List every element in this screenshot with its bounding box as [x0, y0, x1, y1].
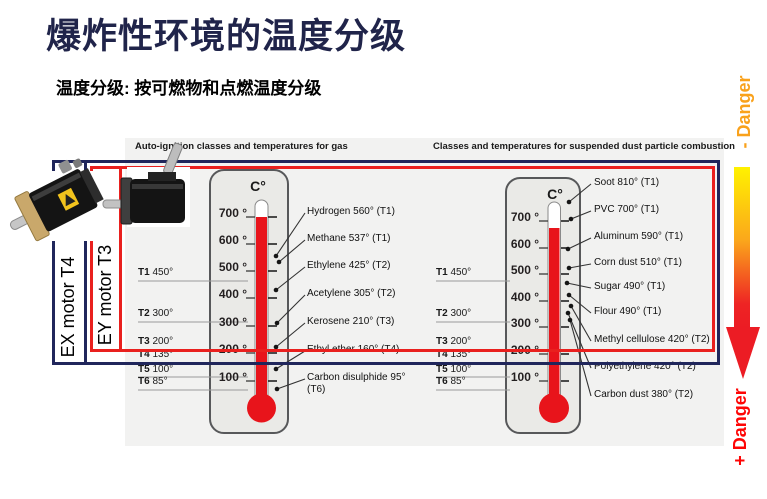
- motor-photo-ey: [102, 142, 190, 227]
- tclass-code: T1: [138, 267, 150, 278]
- dust-scale-dashes: [561, 220, 569, 382]
- danger-arrow-shaft: [734, 167, 750, 328]
- gas-substance-carbon-disulphide: Carbon disulphide 95° (T6): [307, 372, 406, 395]
- tclass-temp: 100°: [152, 364, 174, 375]
- dust-substance-aluminum: Aluminum 590° (T1): [594, 231, 684, 242]
- tclass-code: T5: [436, 364, 448, 375]
- gas-substance-ethylene: Ethylene 425° (T2): [307, 260, 391, 271]
- tclass-code: T6: [138, 376, 150, 387]
- tclass-temp: 450°: [450, 267, 472, 278]
- tclass-temp: 200°: [152, 336, 174, 347]
- tclass-code: T6: [436, 376, 448, 387]
- ey-motor-box: [90, 166, 715, 352]
- tclass-code: T2: [436, 308, 448, 319]
- tclass-code: T4: [138, 349, 150, 360]
- dust-tclass-t1: T1 450°: [436, 267, 471, 278]
- dust-tick-500: 500 °: [510, 263, 539, 277]
- ex-motor-box: [52, 160, 720, 365]
- danger-arrow: [726, 167, 760, 379]
- subtitle: 温度分级: 按可燃物和点燃温度分级: [56, 79, 322, 98]
- gas-thermometer: [138, 169, 306, 434]
- tclass-code: T4: [436, 349, 448, 360]
- gas-tclass-t3: T3 200°: [138, 336, 173, 347]
- dust-substance-flour: Flour 490° (T1): [594, 306, 662, 317]
- tclass-temp: 85°: [450, 376, 466, 387]
- gas-tick-400: 400 °: [218, 287, 247, 301]
- tclass-code: T1: [436, 267, 448, 278]
- dust-tclass-t5: T5 100°: [436, 364, 471, 375]
- dust-substance-polyethylene: Polyethylene 420° (T2): [594, 361, 696, 372]
- dust-thermometer-bulb: [539, 393, 569, 423]
- dust-substance-sugar: Sugar 490° (T1): [594, 281, 666, 292]
- dust-tclass-t6: T6 85°: [436, 376, 466, 387]
- dust-tick-100: 100 °: [510, 370, 539, 384]
- dust-scale-ticks: [539, 220, 548, 382]
- dust-leader-lines: [566, 183, 592, 397]
- dust-substance-methyl-cellulose: Methyl cellulose 420° (T2): [594, 334, 710, 345]
- dust-leader-dots: [564, 199, 574, 323]
- dust-thermometer-fluid: [549, 228, 560, 404]
- gas-substance-methane: Methane 537° (T1): [307, 233, 391, 244]
- motor-photo-ex-body: [9, 158, 104, 242]
- gas-tclass-t6: T6 85°: [138, 376, 168, 387]
- dust-tclass-t4: T4 135°: [436, 349, 471, 360]
- dust-tick-600: 600 °: [510, 237, 539, 251]
- gas-substance-acetylene: Acetylene 305° (T2): [307, 288, 396, 299]
- gas-leader-dots: [273, 253, 282, 392]
- gas-scale-dashes: [268, 216, 277, 382]
- dust-substance-soot: Soot 810° (T1): [594, 177, 660, 188]
- gas-tclass-t5: T5 100°: [138, 364, 173, 375]
- gas-substance-kerosene: Kerosene 210° (T3): [307, 316, 395, 327]
- dust-substance-carbon-dust: Carbon dust 380° (T2): [594, 389, 694, 400]
- gas-chart-header: Auto-ignition classes and temperatures f…: [135, 141, 348, 152]
- motor-photo-ey-body: [102, 172, 185, 225]
- gas-thermometer-fluid: [256, 217, 267, 403]
- tclass-temp: 85°: [152, 376, 168, 387]
- dust-tclass-t3: T3 200°: [436, 336, 471, 347]
- tclass-temp: 100°: [450, 364, 472, 375]
- tclass-code: T3: [436, 336, 448, 347]
- gas-tick-300: 300 °: [218, 315, 247, 329]
- danger-arrow-head: [726, 327, 760, 379]
- tclass-temp: 135°: [450, 349, 472, 360]
- dust-tick-300: 300 °: [510, 316, 539, 330]
- page-title: 爆炸性环境的温度分级: [46, 17, 407, 56]
- ey-motor-box-divider: [119, 166, 122, 352]
- tclass-temp: 450°: [152, 267, 174, 278]
- gas-substance-hydrogen: Hydrogen 560° (T1): [307, 206, 395, 217]
- gas-tick-500: 500 °: [218, 260, 247, 274]
- dust-chart-header: Classes and temperatures for suspended d…: [433, 141, 735, 152]
- gas-tick-700: 700 °: [218, 206, 247, 220]
- gas-tick-600: 600 °: [218, 233, 247, 247]
- gas-leader-lines: [275, 212, 306, 390]
- gas-tclass-t4: T4 135°: [138, 349, 173, 360]
- tclass-temp: 200°: [450, 336, 472, 347]
- gas-tclass-t1: T1 450°: [138, 267, 173, 278]
- tclass-temp: 300°: [450, 308, 472, 319]
- dust-tick-700: 700 °: [510, 210, 539, 224]
- ex-motor-box-divider: [84, 160, 87, 365]
- gas-tick-100: 100 °: [218, 370, 247, 384]
- dust-substance-pvc: PVC 700° (T1): [594, 204, 660, 215]
- dust-unit-label: C°: [547, 186, 563, 202]
- gas-unit-label: C°: [250, 178, 266, 194]
- gas-thermometer-bulb: [247, 393, 276, 423]
- dust-tclass-t2: T2 300°: [436, 308, 471, 319]
- dust-tick-400: 400 °: [510, 290, 539, 304]
- tclass-code: T3: [138, 336, 150, 347]
- tclass-code: T5: [138, 364, 150, 375]
- dust-substance-corn-dust: Corn dust 510° (T1): [594, 257, 682, 268]
- gas-tclass-t2: T2 300°: [138, 308, 173, 319]
- tclass-temp: 300°: [152, 308, 174, 319]
- dust-thermometer-body: [505, 177, 581, 434]
- motor-photo-ex: [8, 158, 104, 242]
- gas-scale-ticks: [246, 216, 255, 382]
- tclass-code: T2: [138, 308, 150, 319]
- tclass-temp: 135°: [152, 349, 174, 360]
